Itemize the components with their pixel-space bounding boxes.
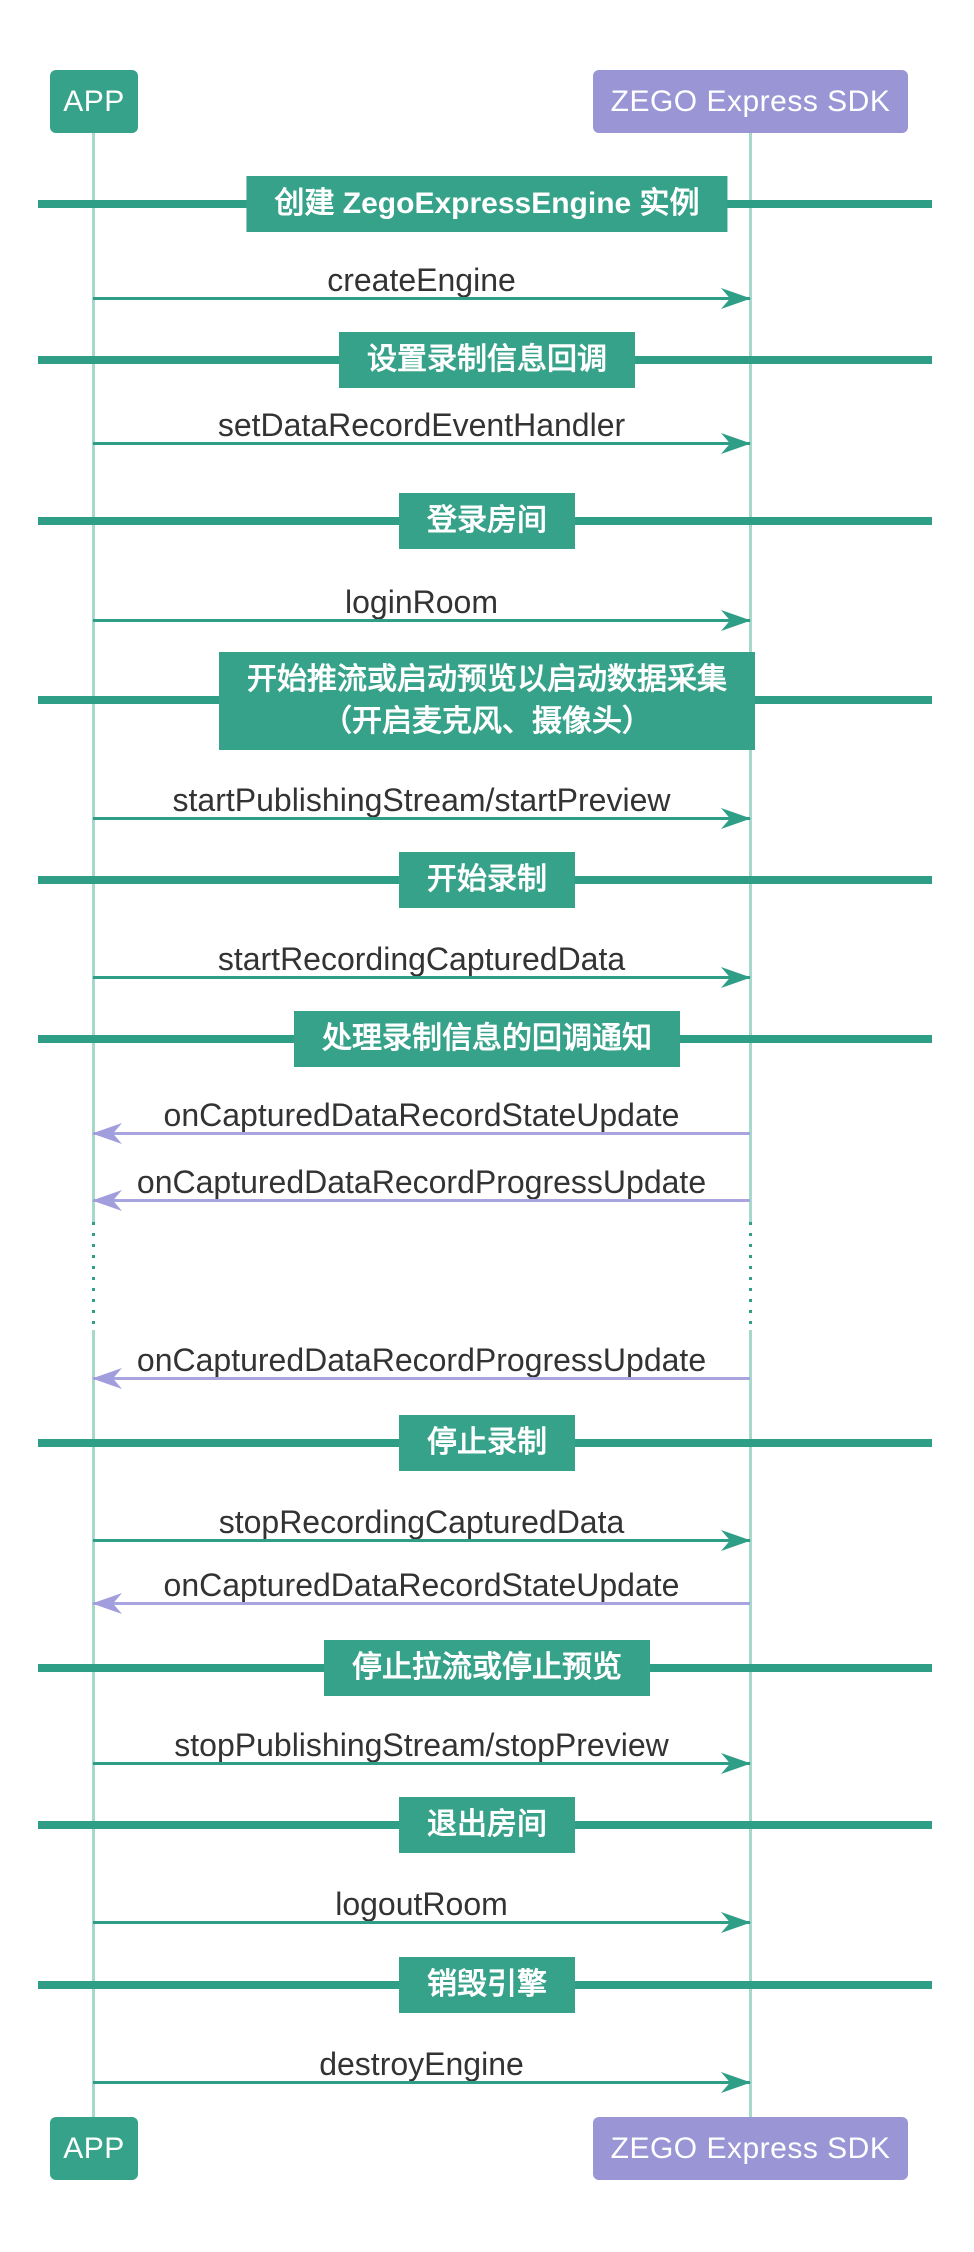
app-lifeline-dotted [92,1222,95,1330]
message-arrow-login-room [93,610,751,631]
actor-app-label: APP [63,2131,125,2165]
app-lifeline-top [92,133,95,1222]
message-label-state-update-2: onCapturedDataRecordStateUpdate [163,1567,680,1603]
message-label-stop-publishing: stopPublishingStream/stopPreview [174,1727,669,1763]
phase-label-create-engine: 创建 ZegoExpressEngine 实例 [246,176,728,232]
phase-label-start-record: 开始录制 [399,852,575,908]
message-label-progress-update-2: onCapturedDataRecordProgressUpdate [136,1342,707,1378]
message-arrow-create-engine [93,288,751,309]
phase-label-login-room: 登录房间 [399,493,575,549]
message-label-start-publishing: startPublishingStream/startPreview [172,782,671,818]
message-label-stop-recording: stopRecordingCapturedData [218,1504,625,1540]
message-arrow-logout-room [93,1912,751,1933]
message-label-create-engine: createEngine [327,262,516,298]
actor-sdk-label: ZEGO Express SDK [610,2131,891,2165]
actor-app-label: APP [63,84,125,118]
message-label-state-update-1: onCapturedDataRecordStateUpdate [163,1097,680,1133]
actor-sdk-label: ZEGO Express SDK [610,84,891,118]
message-arrow-start-recording [93,967,751,988]
message-label-destroy-engine: destroyEngine [319,2046,524,2082]
phase-label-destroy-engine: 销毁引擎 [399,1957,575,2013]
phase-label-handle-callback: 处理录制信息的回调通知 [294,1011,680,1067]
actor-app-bottom: APP [50,2117,138,2180]
message-arrow-state-update-2 [92,1593,750,1614]
actor-sdk-bottom: ZEGO Express SDK [593,2117,908,2180]
message-label-progress-update-1: onCapturedDataRecordProgressUpdate [136,1164,707,1200]
message-arrow-progress-update-2 [92,1368,750,1389]
message-arrow-state-update-1 [92,1123,750,1144]
actor-sdk-top: ZEGO Express SDK [593,70,908,133]
phase-label-stop-record: 停止录制 [399,1415,575,1471]
message-label-logout-room: logoutRoom [335,1886,508,1922]
message-label-start-recording: startRecordingCapturedData [217,941,626,977]
phase-label-start-capture: 开始推流或启动预览以启动数据采集 （开启麦克风、摄像头） [219,652,755,750]
phase-label-set-callback: 设置录制信息回调 [339,332,635,388]
message-arrow-set-data-record-handler [93,433,751,454]
message-label-login-room: loginRoom [345,584,498,620]
message-arrow-start-publishing [93,808,751,829]
sdk-lifeline-bottom [749,1330,752,2117]
sdk-lifeline-dotted [749,1222,752,1330]
phase-label-stop-stream: 停止拉流或停止预览 [324,1640,650,1696]
actor-app-top: APP [50,70,138,133]
phase-label-line1: 开始推流或启动预览以启动数据采集 [247,663,727,696]
app-lifeline-bottom [92,1330,95,2117]
message-arrow-destroy-engine [93,2072,751,2093]
message-arrow-progress-update-1 [92,1190,750,1211]
phase-label-line2: （开启麦克风、摄像头） [322,705,652,738]
message-arrow-stop-publishing [93,1753,751,1774]
phase-label-logout-room: 退出房间 [399,1797,575,1853]
message-arrow-stop-recording [93,1530,751,1551]
message-label-set-data-record-handler: setDataRecordEventHandler [217,407,626,443]
